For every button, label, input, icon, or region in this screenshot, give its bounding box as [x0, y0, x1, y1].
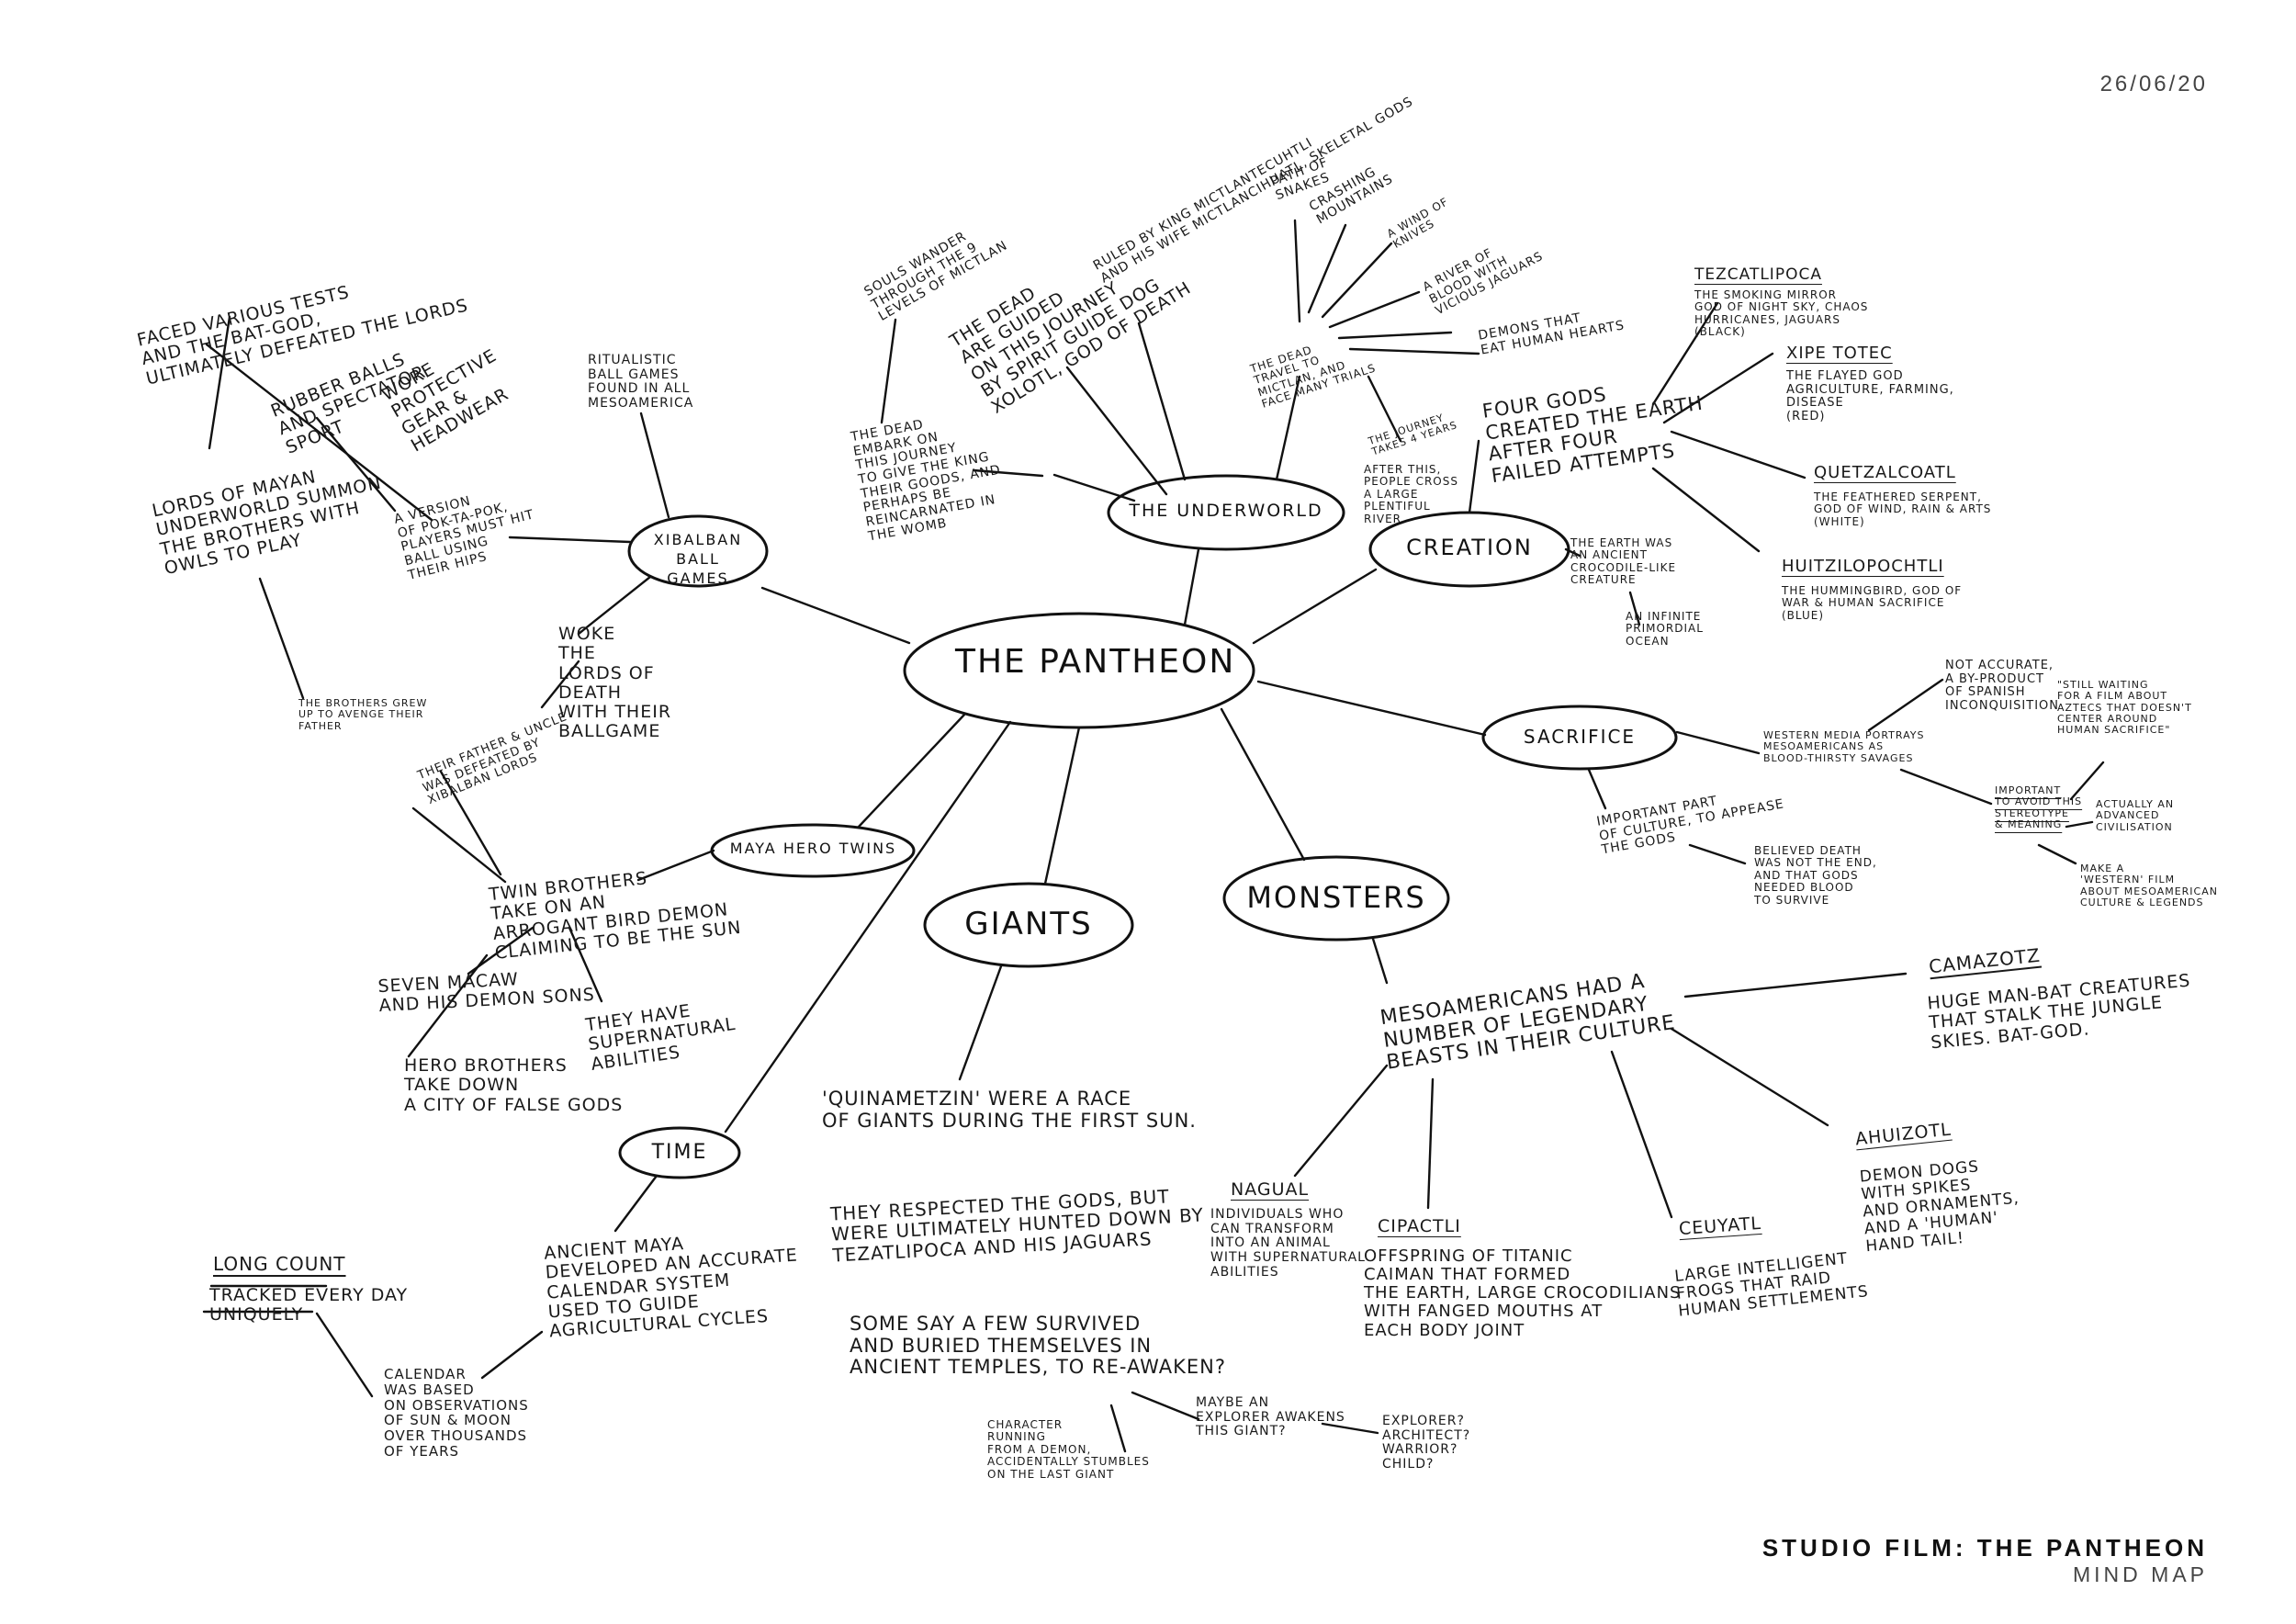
monsters-node-label: MONSTERS [1246, 880, 1426, 915]
title-block: STUDIO FILM: THE PANTHEON MIND MAP [1762, 1534, 2208, 1587]
huitzi-body: THE HUMMINGBIRD, GOD OF WAR & HUMAN SACR… [1782, 584, 1963, 622]
note-woke-lords: WOKE THE LORDS OF DEATH WITH THEIR BALLG… [558, 624, 672, 742]
cipactli-title: CIPACTLI [1378, 1216, 1461, 1236]
monsters-ellipse [1222, 855, 1450, 942]
note-actually-advanced: ACTUALLY AN ADVANCED CIVILISATION [2096, 798, 2175, 833]
note-dead-embark: THE DEAD EMBARK ON THIS JOURNEY TO GIVE … [850, 417, 1002, 545]
footer-subtitle: MIND MAP [2073, 1562, 2208, 1586]
note-brothers-grew: THE BROTHERS GREW UP TO AVENGE THEIR FAT… [298, 697, 428, 732]
note-important-avoid: IMPORTANT TO AVOID THIS STEREOTYPE & MEA… [1995, 784, 2083, 830]
quetzal-body: THE FEATHERED SERPENT, GOD OF WIND, RAIN… [1814, 491, 1992, 528]
long-count-title: LONG COUNT [213, 1253, 346, 1275]
underworld-ellipse [1107, 474, 1345, 551]
ahuizotl-body: DEMON DOGS WITH SPIKES AND ORNAMENTS, AN… [1859, 1157, 2020, 1257]
sacrifice-ellipse [1481, 705, 1678, 771]
note-maybe-explorer: MAYBE AN EXPLORER AWAKENS THIS GIANT? [1196, 1395, 1345, 1439]
twins-node-label: MAYA HERO TWINS [729, 840, 897, 857]
nagual-title: NAGUAL [1231, 1179, 1310, 1200]
xipe-title: XIPE TOTEC [1786, 344, 1893, 363]
xibalban-ellipse [627, 514, 769, 588]
quetzal-title: QUETZALCOATL [1814, 463, 1956, 482]
note-infinite-ocean: AN INFINITE PRIMORDIAL OCEAN [1626, 610, 1704, 648]
long-count-body: TRACKED EVERY DAY UNIQUELY [209, 1285, 409, 1325]
creation-node-label: CREATION [1406, 535, 1533, 560]
giants-node-label: GIANTS [964, 906, 1093, 942]
date-label: 26/06/20 [2099, 72, 2208, 96]
time-ellipse [618, 1126, 741, 1179]
note-some-say: SOME SAY A FEW SURVIVED AND BURIED THEMS… [850, 1313, 1227, 1379]
footer-title: STUDIO FILM: THE PANTHEON [1761, 1534, 2208, 1562]
note-ancient-maya: ANCIENT MAYA DEVELOPED AN ACCURATE CALEN… [543, 1234, 799, 1342]
xipe-body: THE FLAYED GOD AGRICULTURE, FARMING, DIS… [1786, 369, 1954, 423]
nagual-body: INDIVIDUALS WHO CAN TRANSFORM INTO AN AN… [1210, 1207, 1366, 1280]
giants-ellipse [923, 882, 1134, 968]
tezcatlipoca-title: TEZCATLIPOCA [1694, 265, 1822, 284]
note-not-accurate: NOT ACCURATE, A BY-PRODUCT OF SPANISH IN… [1945, 659, 2059, 713]
pantheon-node-label: THE PANTHEON [955, 643, 1236, 681]
cipactli-body: OFFSPRING OF TITANIC CAIMAN THAT FORMED … [1364, 1246, 1682, 1340]
note-ritualistic: RITUALISTIC BALL GAMES FOUND IN ALL MESO… [588, 353, 694, 412]
huitzi-title: HUITZILOPOCHTLI [1782, 557, 1944, 576]
sacrifice-node-label: SACRIFICE [1523, 726, 1637, 748]
note-believed-death: BELIEVED DEATH WAS NOT THE END, AND THAT… [1754, 844, 1877, 907]
time-node-label: TIME [651, 1141, 708, 1164]
note-character-running: CHARACTER RUNNING FROM A DEMON, ACCIDENT… [987, 1418, 1150, 1481]
note-still-waiting: "STILL WAITING FOR A FILM ABOUT AZTECS T… [2057, 679, 2192, 737]
underworld-node-label: THE UNDERWORLD [1129, 501, 1323, 521]
note-hero-brothers: HERO BROTHERS TAKE DOWN A CITY OF FALSE … [404, 1055, 624, 1115]
note-calendar-based: CALENDAR WAS BASED ON OBSERVATIONS OF SU… [384, 1366, 529, 1460]
note-western-media: WESTERN MEDIA PORTRAYS MESOAMERICANS AS … [1763, 729, 1925, 764]
tezcatlipoca-body: THE SMOKING MIRROR GOD OF NIGHT SKY, CHA… [1694, 288, 1869, 339]
note-after-this: AFTER THIS, PEOPLE CROSS A LARGE PLENTIF… [1364, 463, 1458, 525]
note-explorer-roles: EXPLORER? ARCHITECT? WARRIOR? CHILD? [1382, 1414, 1471, 1472]
xibalban-node-label: XIBALBAN BALL GAMES [653, 531, 743, 587]
note-make-western: MAKE A 'WESTERN' FILM ABOUT MESOAMERICAN… [2080, 863, 2218, 908]
note-quinametzin: 'QUINAMETZIN' WERE A RACE OF GIANTS DURI… [822, 1088, 1197, 1132]
note-earth-crocodile: THE EARTH WAS AN ANCIENT CROCODILE-LIKE … [1570, 536, 1677, 587]
